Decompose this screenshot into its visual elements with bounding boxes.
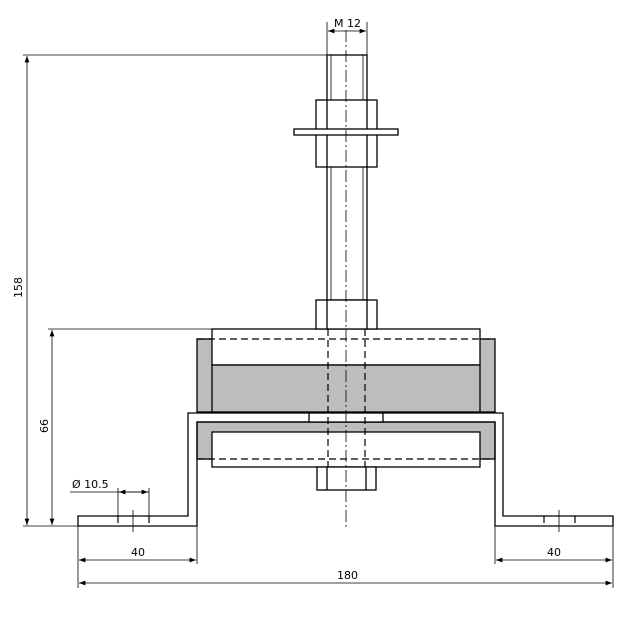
dim-total-width: 180 xyxy=(79,569,612,586)
dim-thread: M 12 xyxy=(326,17,368,55)
foot-right-label: 40 xyxy=(547,546,561,559)
lower-stud-nut xyxy=(315,299,378,330)
thread-label: M 12 xyxy=(334,17,361,30)
dim-total-height: 158 xyxy=(12,54,327,527)
total-width-label: 180 xyxy=(337,569,358,582)
threaded-stud xyxy=(326,54,368,301)
total-height-label: 158 xyxy=(12,277,25,298)
mount-height-label: 66 xyxy=(38,419,51,433)
dim-foot-left: 40 xyxy=(77,526,198,588)
mounting-hole-right xyxy=(543,510,576,532)
bottom-nut xyxy=(316,466,377,491)
foot-left-label: 40 xyxy=(131,546,145,559)
dim-foot-right: 40 xyxy=(494,526,614,588)
dim-mount-height: 66 xyxy=(38,328,212,525)
mounting-hole-left xyxy=(117,510,150,532)
dim-hole-diameter: Ø 10.5 xyxy=(70,478,150,516)
hole-diameter-label: Ø 10.5 xyxy=(72,478,109,491)
